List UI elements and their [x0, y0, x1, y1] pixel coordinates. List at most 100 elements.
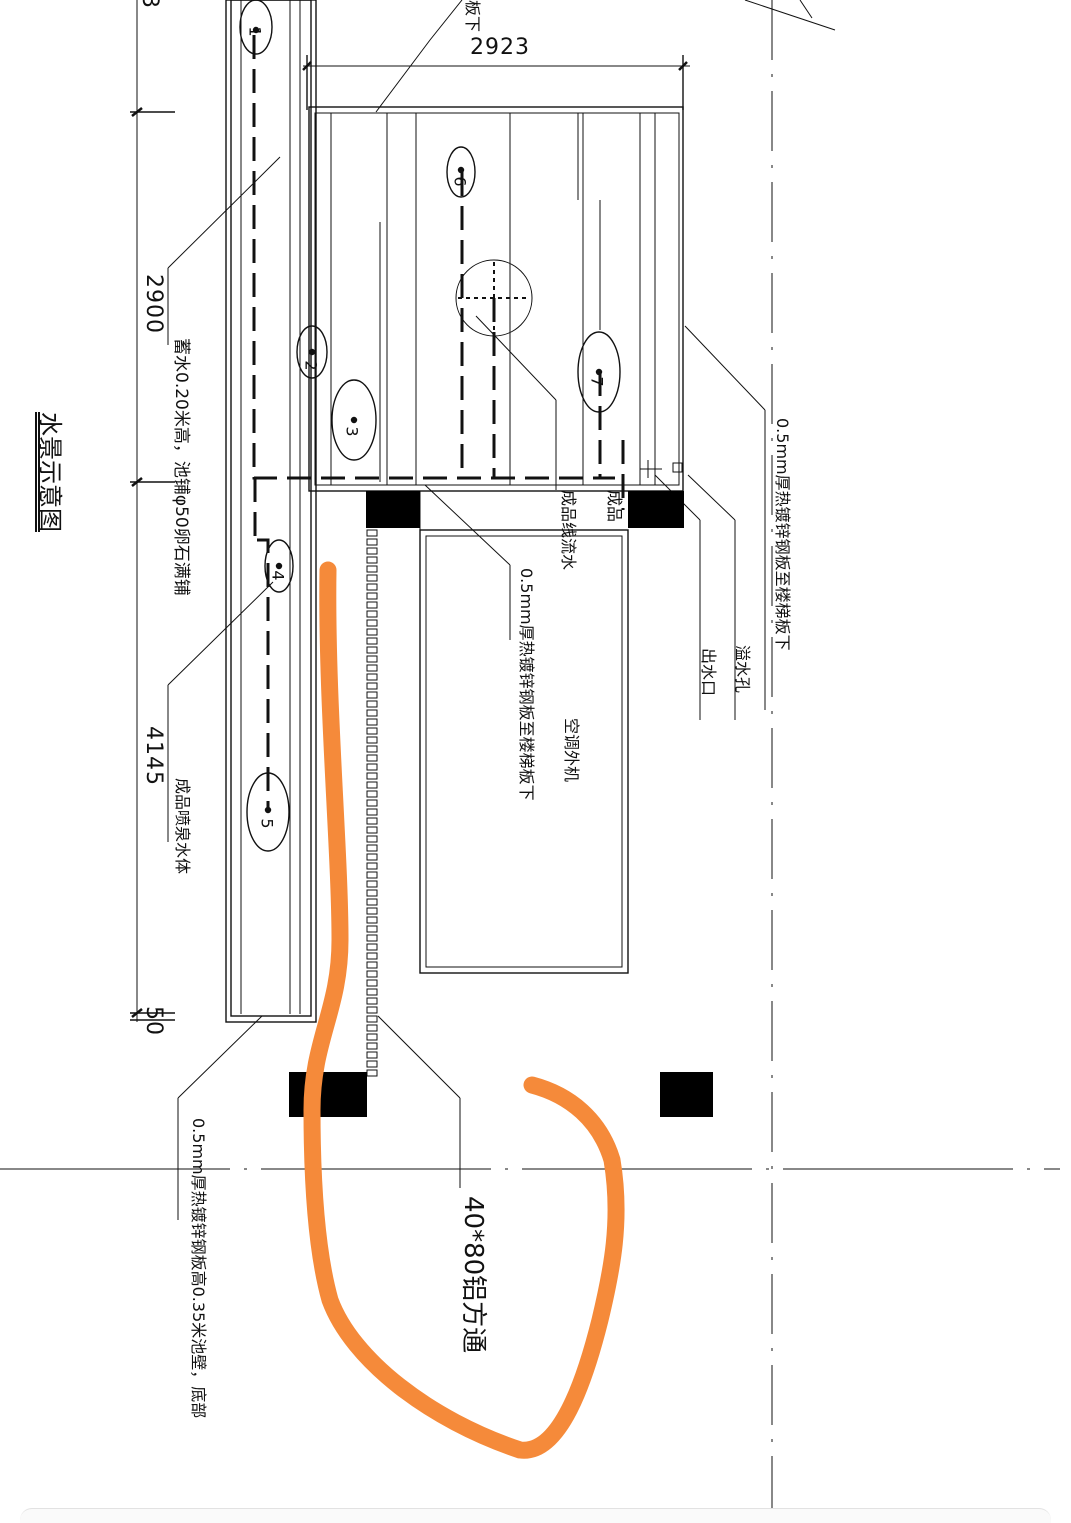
aluminum-tube-cell	[366, 718, 378, 726]
aluminum-tube-cell	[366, 916, 378, 924]
aluminum-tube-cell	[366, 1015, 378, 1023]
node-label-4: 4	[268, 570, 288, 581]
aluminum-tube-cell	[366, 529, 378, 537]
aluminum-tube-cell	[366, 1006, 378, 1014]
aluminum-tube-cell	[366, 727, 378, 735]
aluminum-tube-cell	[366, 547, 378, 555]
node-7-ellipse	[577, 331, 621, 413]
aluminum-tube-cell	[366, 844, 378, 852]
dimension-left-seg3: 50	[141, 1006, 166, 1036]
aluminum-tube-cell	[366, 889, 378, 897]
ac-unit-enclosure	[419, 529, 629, 974]
node-4-ellipse	[264, 539, 294, 593]
label-storage: 蓄水0.20米高，池铺φ50卵石满铺	[171, 338, 191, 596]
aluminum-tube-cell	[366, 898, 378, 906]
aluminum-tube-cell	[366, 871, 378, 879]
aluminum-tube-cell	[366, 583, 378, 591]
label-box: 成品	[605, 490, 624, 523]
aluminum-tube-cell	[366, 979, 378, 987]
node-label-2: 2	[301, 360, 321, 371]
node-2-ellipse	[296, 325, 328, 379]
node-5-ellipse	[246, 772, 290, 852]
aluminum-tube-cell	[366, 817, 378, 825]
aluminum-tube-cell	[366, 1069, 378, 1077]
node-1-ellipse	[239, 0, 273, 55]
aluminum-tube-cell	[366, 619, 378, 627]
label-outlet: 出水口	[699, 648, 718, 697]
aluminum-tube-cell	[366, 655, 378, 663]
dimension-left-seg2: 4145	[141, 726, 166, 786]
aluminum-tube-cell	[366, 637, 378, 645]
bottom-sheet-edge	[20, 1508, 1051, 1523]
aluminum-tube-cell	[366, 997, 378, 1005]
aluminum-tube-cell	[366, 790, 378, 798]
label-ac-unit: 空调外机	[562, 718, 581, 783]
aluminum-tube-cell	[366, 799, 378, 807]
aluminum-tube-cell	[366, 907, 378, 915]
aluminum-tube-cell	[366, 781, 378, 789]
aluminum-tube-cell	[366, 691, 378, 699]
aluminum-tube-cell	[366, 574, 378, 582]
aluminum-tube-cell	[366, 934, 378, 942]
label-fountain: 成品喷泉水体	[173, 778, 192, 875]
label-steel-bottom: 0.5mm厚热镀锌钢板高0.35米池壁，底部	[189, 1118, 208, 1419]
node-label-6: 6	[450, 176, 470, 187]
aluminum-tube-cell	[366, 592, 378, 600]
column-block-4	[660, 1072, 713, 1117]
drawing-title: 水景示意图	[36, 412, 64, 532]
label-aluminum: 40*80铝方通	[458, 1196, 488, 1354]
aluminum-tube-cell	[366, 709, 378, 717]
node-label-1: 1	[245, 26, 265, 37]
aluminum-tube-cell	[366, 970, 378, 978]
aluminum-tube-cell	[366, 988, 378, 996]
orange-highlight-scribble	[303, 561, 625, 1459]
pipe-main	[252, 35, 615, 480]
label-steel-middle: 0.5mm厚热镀锌钢板至楼梯板下	[517, 568, 536, 801]
aluminum-tube-cell	[366, 538, 378, 546]
label-line-flow: 成品线流水	[559, 490, 578, 571]
aluminum-tube-cell	[366, 862, 378, 870]
aluminum-tube-cell	[366, 961, 378, 969]
label-steel-right: 0.5mm厚热镀锌钢板至楼梯板下	[773, 418, 792, 651]
label-top-cut: 板下	[463, 0, 482, 33]
aluminum-tube-cell	[366, 853, 378, 861]
aluminum-tube-cell	[366, 808, 378, 816]
aluminum-tube-cell	[366, 556, 378, 564]
column-block-3	[289, 1072, 367, 1117]
column-block-1	[366, 491, 420, 528]
aluminum-tube-cell	[366, 646, 378, 654]
column-block-2	[628, 491, 684, 528]
left-pool-outer	[225, 0, 317, 1023]
aluminum-tube-cell	[366, 664, 378, 672]
aluminum-tube-cell	[366, 736, 378, 744]
aluminum-tube-cell	[366, 565, 378, 573]
aluminum-tube-cell	[366, 610, 378, 618]
aluminum-tube-cell	[366, 1033, 378, 1041]
aluminum-tube-cell	[366, 745, 378, 753]
node-label-3: 3	[342, 426, 362, 437]
node-6-ellipse	[446, 146, 476, 198]
aluminum-tube-cell	[366, 943, 378, 951]
label-overflow: 溢水孔	[733, 645, 752, 694]
aluminum-square-tube-strip	[366, 529, 378, 1077]
node-label-5: 5	[257, 818, 277, 829]
aluminum-tube-cell	[366, 1042, 378, 1050]
aluminum-tube-cell	[366, 925, 378, 933]
dimension-top-width: 2923	[470, 35, 530, 60]
aluminum-tube-cell	[366, 826, 378, 834]
aluminum-tube-cell	[366, 772, 378, 780]
aluminum-tube-cell	[366, 601, 378, 609]
aluminum-tube-cell	[366, 952, 378, 960]
upper-pool-outer	[308, 106, 684, 492]
aluminum-tube-cell	[366, 1024, 378, 1032]
aluminum-tube-cell	[366, 880, 378, 888]
aluminum-tube-cell	[366, 700, 378, 708]
aluminum-tube-cell	[366, 682, 378, 690]
aluminum-tube-cell	[366, 754, 378, 762]
aluminum-tube-cell	[366, 835, 378, 843]
aluminum-tube-cell	[366, 628, 378, 636]
aluminum-tube-cell	[366, 673, 378, 681]
dimension-left-seg1: 2900	[141, 274, 166, 334]
aluminum-tube-cell	[366, 1051, 378, 1059]
